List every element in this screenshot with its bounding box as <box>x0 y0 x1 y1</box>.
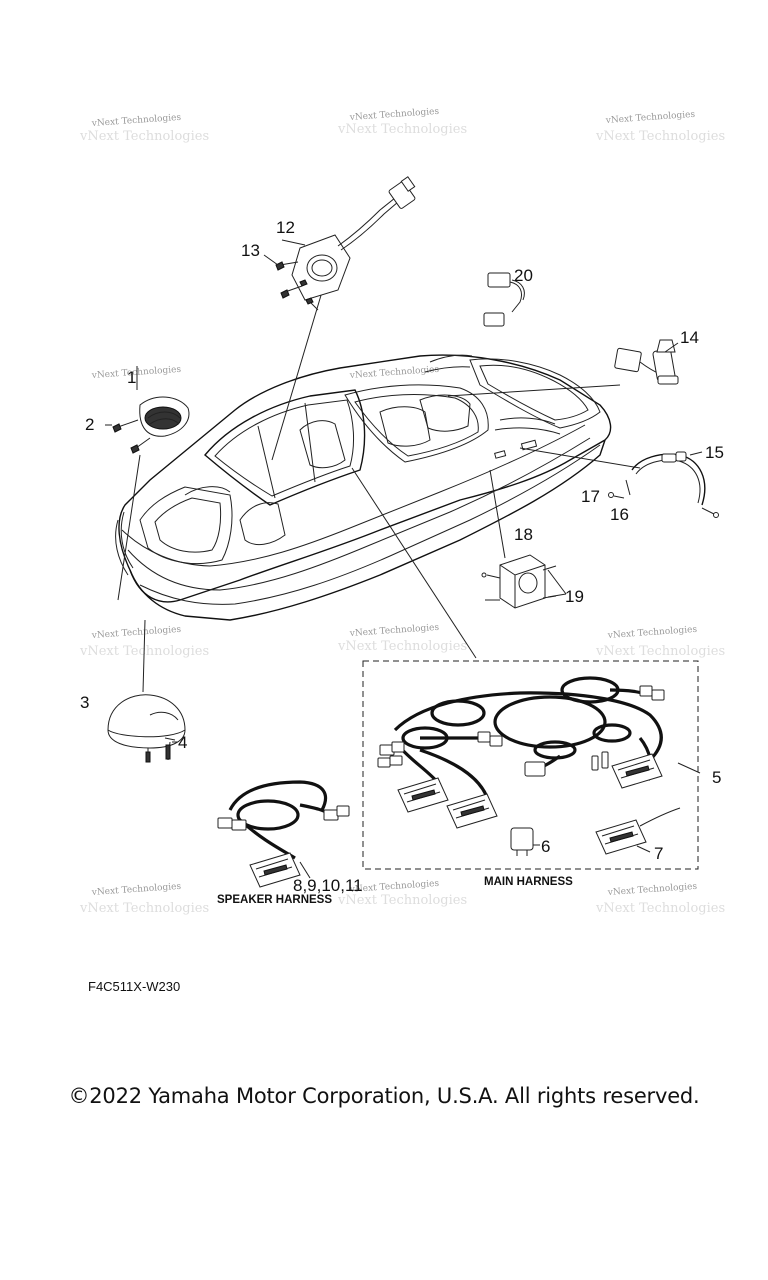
diagram-code: F4C511X-W230 <box>88 979 180 994</box>
callout-leaders <box>105 239 703 853</box>
watermark: vNext Technologies <box>349 365 440 381</box>
harness-connector <box>591 751 609 771</box>
callout-18: 18 <box>514 525 533 544</box>
callout-19: 19 <box>565 587 584 606</box>
callout-8-11: 8,9,10,11 <box>293 876 363 895</box>
watermark: vNext Technologies <box>79 129 209 144</box>
callout-5: 5 <box>712 768 721 787</box>
watermark: vNext Technologies <box>337 639 467 654</box>
watermark: vNext Technologies <box>337 893 467 908</box>
callout-13: 13 <box>241 241 260 260</box>
main-harness-label: MAIN HARNESS <box>484 876 573 888</box>
part-speaker-flange <box>275 176 416 311</box>
callout-14: 14 <box>680 328 699 347</box>
harness-connector <box>377 741 405 768</box>
part-main-harness <box>377 676 681 856</box>
relay-6 <box>510 827 534 856</box>
leader-lines <box>117 264 641 693</box>
harness-big-connector <box>446 793 498 829</box>
callout-1: 1 <box>127 368 136 387</box>
watermark: vNext Technologies <box>605 110 696 126</box>
boat-hull <box>115 354 612 621</box>
watermark: vNext Technologies <box>79 901 209 916</box>
harness-big-connector <box>397 777 449 813</box>
watermark: vNext Technologies <box>91 113 182 129</box>
callout-12: 12 <box>276 218 295 237</box>
part-box-18 <box>481 554 567 609</box>
harness-connector <box>524 761 546 777</box>
watermark: vNext Technologies <box>91 625 182 641</box>
watermark: vNext Technologies <box>595 644 725 659</box>
watermark: vNext Technologies <box>349 623 440 639</box>
watermark: vNext Technologies <box>349 107 440 123</box>
callout-4: 4 <box>178 733 187 752</box>
callout-15: 15 <box>705 443 724 462</box>
main-harness-box <box>362 660 699 870</box>
watermark: vNext Technologies <box>337 122 467 137</box>
callout-3: 3 <box>80 693 89 712</box>
callout-7: 7 <box>654 844 663 863</box>
harness-big-connector <box>611 753 663 789</box>
callout-20: 20 <box>514 266 533 285</box>
part-speaker-harness <box>217 780 350 888</box>
connector-7 <box>595 807 681 855</box>
watermark: vNext Technologies <box>91 882 182 898</box>
part-speaker-grill <box>112 366 190 454</box>
callout-numbers: 1 2 3 4 5 6 7 8,9,10,11 12 13 14 15 16 1… <box>80 218 724 895</box>
part-switch-14 <box>614 339 679 385</box>
harness-connector <box>639 685 665 701</box>
callout-16: 16 <box>610 505 629 524</box>
callout-17: 17 <box>581 487 600 506</box>
callout-6: 6 <box>541 837 550 856</box>
part-connector-20 <box>483 272 525 327</box>
part-dome-cover <box>107 694 186 763</box>
speaker-harness-label: SPEAKER HARNESS <box>217 894 332 906</box>
copyright-notice: ©2022 Yamaha Motor Corporation, U.S.A. A… <box>68 1084 700 1108</box>
harness-connector <box>477 731 503 747</box>
callout-2: 2 <box>85 415 94 434</box>
watermark: vNext Technologies <box>595 129 725 144</box>
watermark: vNext Technologies <box>607 882 698 898</box>
part-clamp-15 <box>608 451 719 518</box>
watermark: vNext Technologies <box>607 625 698 641</box>
watermark: vNext Technologies <box>595 901 725 916</box>
